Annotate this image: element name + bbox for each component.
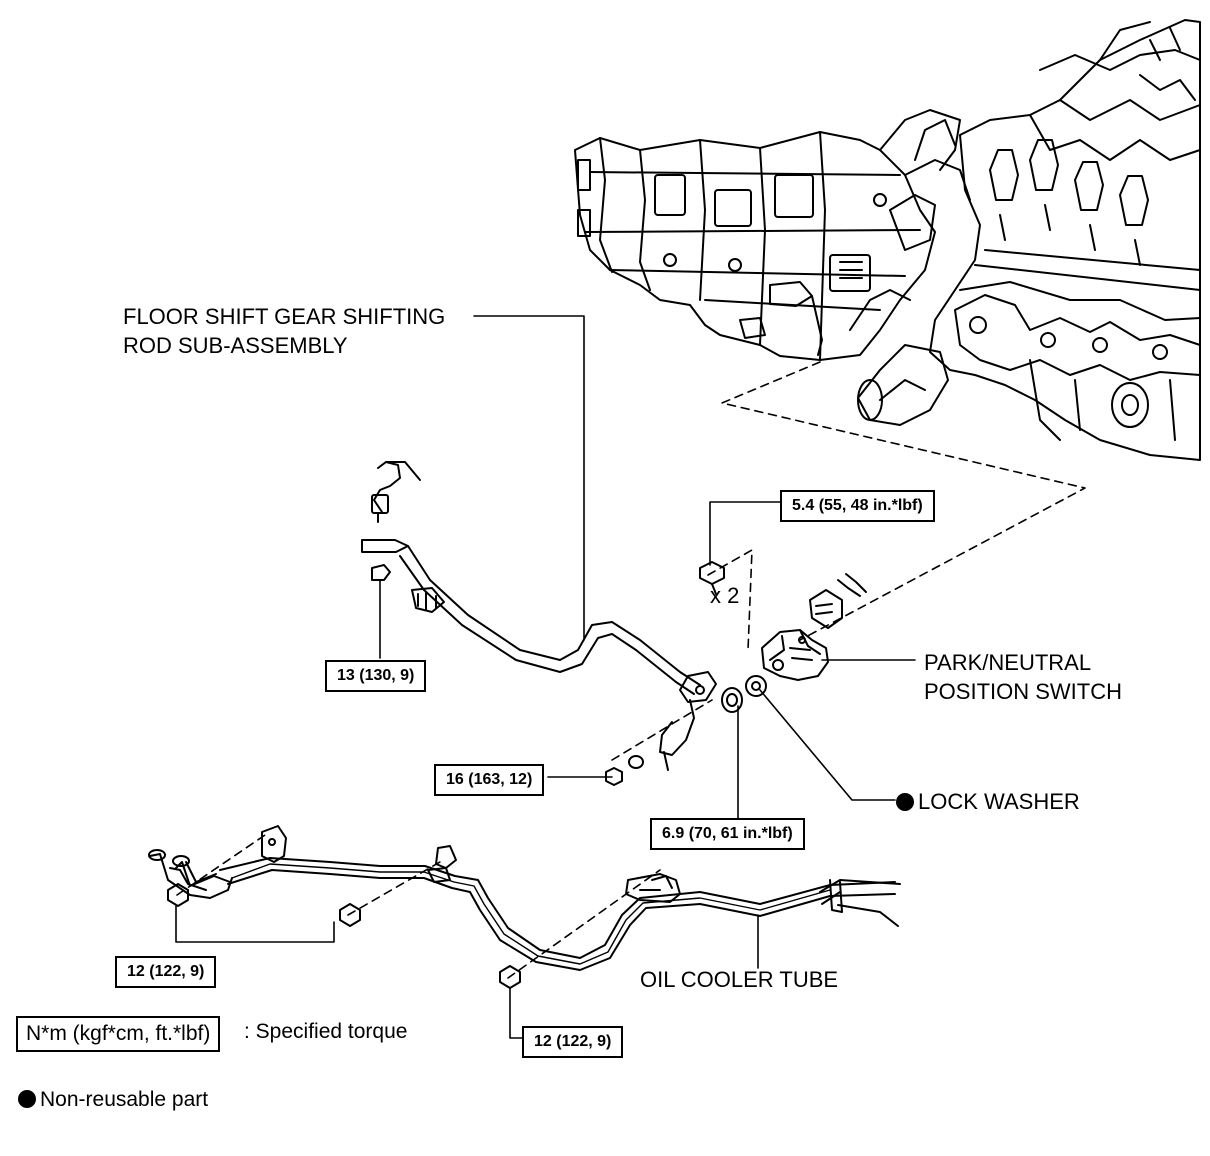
solid-leader-lines — [175, 315, 916, 1039]
oil-cooler-tube-illustration — [148, 825, 901, 989]
switch-label-line1: PARK/NEUTRAL — [924, 650, 1092, 675]
legend-nonreusable-text: Non-reusable part — [40, 1088, 209, 1111]
torque-box-tube-bolt-right: 12 (122, 9) — [522, 1026, 624, 1058]
lock-washer-text: LOCK WASHER — [918, 789, 1080, 814]
torque-box-tube-bolt-left: 12 (122, 9) — [115, 956, 217, 988]
transmission-engine-assembly-illustration — [574, 19, 1201, 461]
shift-rod-illustration — [361, 461, 717, 786]
shift-rod-label-line1: FLOOR SHIFT GEAR SHIFTING — [123, 304, 446, 329]
quantity-x2-label: x 2 — [710, 583, 740, 608]
switch-label-line2: POSITION SWITCH — [924, 679, 1122, 704]
shift-rod-label-line2: ROD SUB-ASSEMBLY — [123, 333, 348, 358]
legend-nonreusable: Non-reusable part — [18, 1087, 208, 1113]
lock-washer-label: LOCK WASHER — [896, 788, 1080, 816]
legend-torque-description: : Specified torque — [244, 1020, 408, 1043]
legend-torque-unit-box: N*m (kgf*cm, ft.*lbf) — [16, 1016, 221, 1052]
non-reusable-legend-dot-icon — [18, 1090, 36, 1108]
torque-box-rod-nut-lower: 16 (163, 12) — [434, 764, 545, 796]
park-neutral-switch-illustration — [699, 561, 867, 713]
oil-cooler-tube-label: OIL COOLER TUBE — [640, 967, 839, 992]
torque-box-switch-nut: 6.9 (70, 61 in.*lbf) — [650, 818, 805, 850]
torque-box-switch-bolt: 5.4 (55, 48 in.*lbf) — [780, 490, 935, 522]
non-reusable-dot-icon — [896, 793, 914, 811]
torque-box-rod-nut-upper: 13 (130, 9) — [325, 660, 427, 692]
